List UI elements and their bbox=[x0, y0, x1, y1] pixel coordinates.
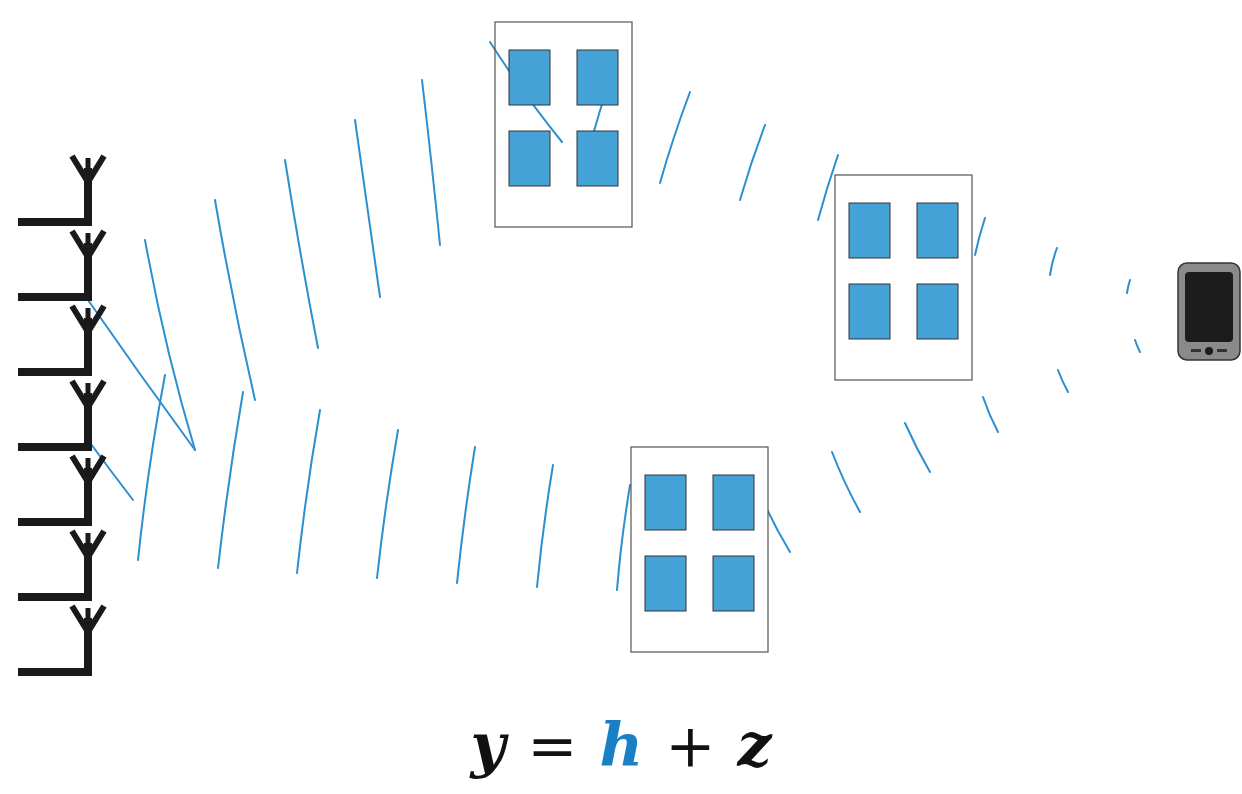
antenna-element bbox=[72, 306, 104, 332]
antenna-element bbox=[18, 543, 88, 597]
equation-symbol: y bbox=[470, 712, 505, 778]
antenna-element bbox=[72, 531, 104, 557]
antenna-element bbox=[86, 308, 91, 332]
building bbox=[631, 447, 768, 652]
building bbox=[495, 22, 632, 227]
building bbox=[835, 175, 972, 380]
equation-operator: = bbox=[527, 712, 577, 778]
antenna-element bbox=[86, 458, 91, 482]
antenna-element bbox=[72, 156, 104, 182]
antenna-element bbox=[18, 243, 88, 297]
equation-symbol: z bbox=[737, 712, 771, 778]
channel-symbol: h bbox=[600, 712, 644, 778]
antenna-element bbox=[18, 168, 88, 222]
phone bbox=[1178, 263, 1240, 360]
antenna-element bbox=[86, 533, 91, 557]
antenna-element bbox=[18, 618, 88, 672]
antenna-element bbox=[86, 158, 91, 182]
antenna-element bbox=[18, 393, 88, 447]
antenna-element bbox=[72, 606, 104, 632]
antenna-element bbox=[18, 318, 88, 372]
wave-fronts bbox=[88, 42, 1140, 590]
antenna-element bbox=[72, 381, 104, 407]
equation: y = h + z bbox=[0, 712, 1242, 778]
antenna-element bbox=[72, 231, 104, 257]
antenna-element bbox=[18, 468, 88, 522]
antenna-element bbox=[86, 383, 91, 407]
antenna-element bbox=[86, 233, 91, 257]
antenna-element bbox=[72, 456, 104, 482]
equation-operator: + bbox=[665, 712, 715, 778]
antenna-array bbox=[18, 156, 104, 672]
antenna-element bbox=[86, 608, 91, 632]
